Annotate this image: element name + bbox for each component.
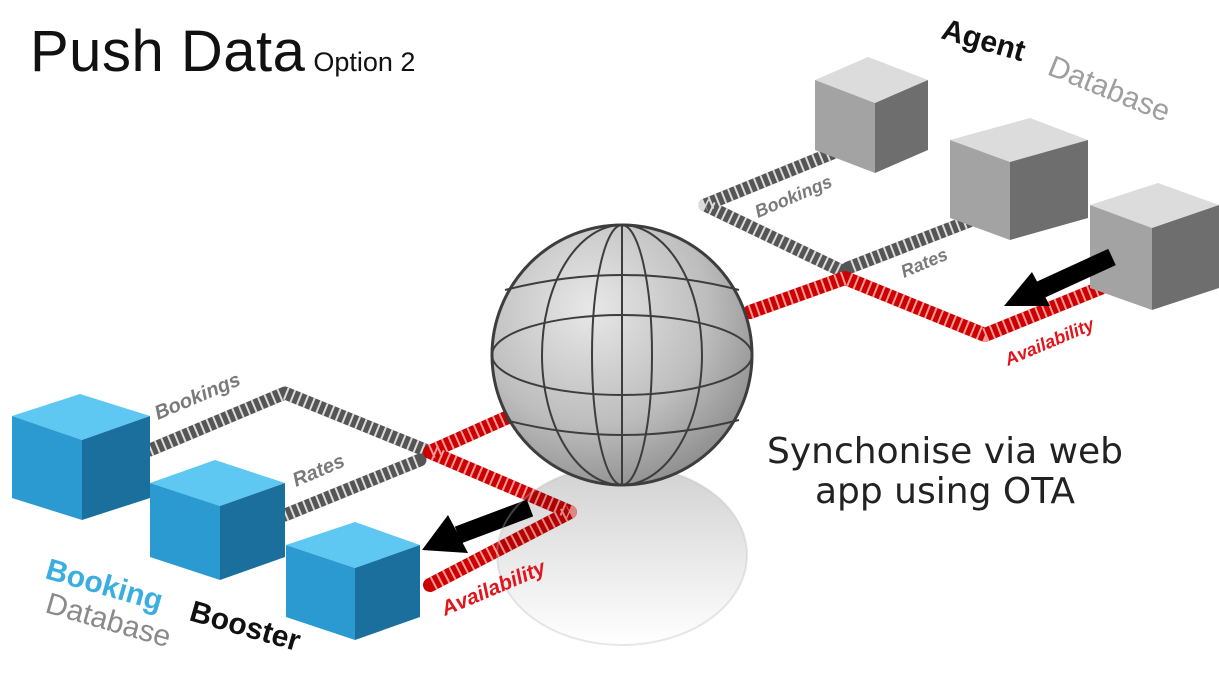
globe-reflection [496,464,748,646]
agent-push-arrow [1004,248,1116,306]
booster-cube-1 [12,394,150,520]
booster-database-heading: Booking Booster Database [42,553,304,658]
agent-name-bold: Agent [938,13,1029,68]
booster-rates-label: Rates [289,450,348,492]
booster-bookings-link [143,386,432,457]
title-main: Push Data [30,19,306,84]
title-option: Option 2 [313,47,416,77]
agent-name-rest: Database [1043,50,1174,129]
globe-icon [490,223,754,487]
agent-rates-link [841,208,992,275]
agent-availability-link [743,271,1132,342]
booster-rates-link [278,453,427,522]
agent-cube-3 [1090,183,1219,310]
agent-cube-1 [815,57,928,173]
sync-caption: Synchonise via web app using OTA [766,431,1124,512]
agent-bookings-link [698,145,847,277]
booster-cube-3 [286,522,420,640]
booster-cube-2 [150,460,285,580]
agent-cube-2 [950,118,1088,240]
agent-database-heading: Agent Database [938,13,1175,129]
